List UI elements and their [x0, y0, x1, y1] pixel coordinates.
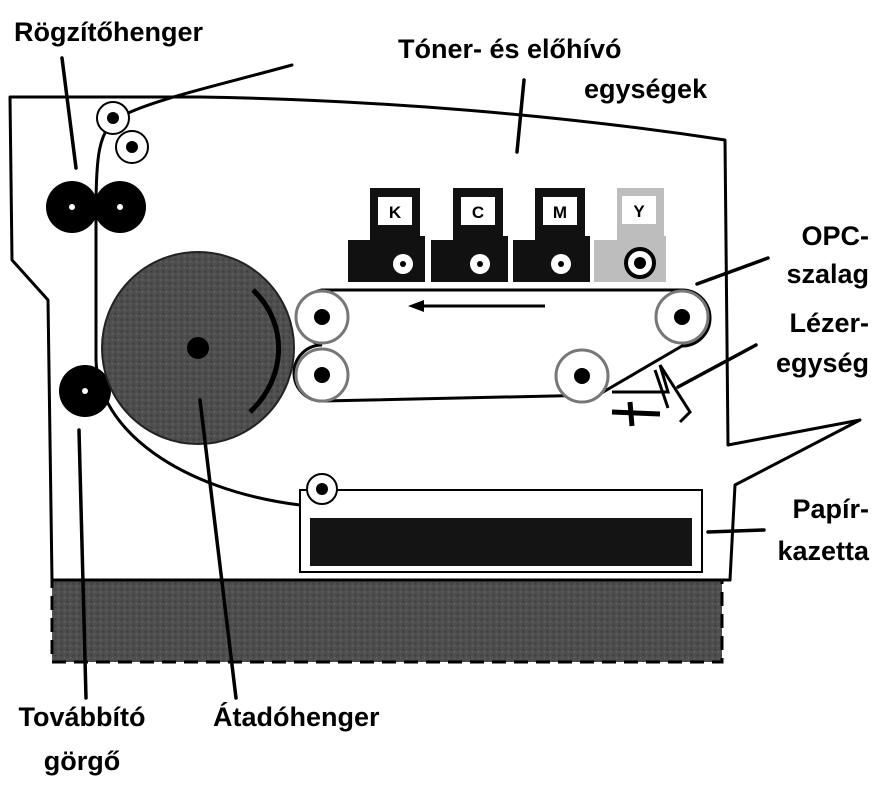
toner-unit-c: C [431, 188, 508, 282]
label-toner-line2: egységek [584, 74, 708, 104]
feed-roller [59, 365, 111, 417]
belt-direction-arrow [408, 300, 545, 312]
belt-roller-2 [294, 347, 350, 403]
guide-roller-top-1 [96, 101, 130, 135]
label-fuser: Rögzítőhenger [14, 17, 203, 47]
label-opc-line1: OPC- [802, 221, 870, 251]
printer-housing [8, 95, 862, 582]
transfer-drum [101, 251, 295, 445]
label-feed-line1: Továbbító [19, 702, 146, 732]
belt-roller-4 [554, 348, 610, 404]
leader-transfer [198, 398, 238, 700]
opc-belt [292, 288, 712, 404]
belt-roller-1 [294, 289, 350, 345]
label-toner-line1: Tóner- és előhívó [398, 34, 622, 64]
fuser-rollers [46, 181, 146, 233]
laser-unit [611, 364, 692, 427]
belt-roller-3 [654, 289, 710, 345]
leader-laser [676, 343, 758, 389]
toner-letter-m: M [553, 203, 567, 222]
paper-cassette [299, 473, 703, 573]
toner-letter-y: Y [633, 202, 645, 221]
label-cassette-line1: Papír- [792, 494, 869, 524]
toner-unit-y: Y [594, 188, 666, 282]
label-transfer: Átadóhenger [213, 701, 380, 732]
leader-feed [77, 428, 88, 700]
printer-base [50, 578, 724, 664]
label-opc-line2: szalag [786, 259, 869, 289]
toner-unit-m: M [513, 188, 590, 282]
cassette-roller [306, 473, 338, 505]
toner-letter-c: C [472, 203, 484, 222]
toner-unit-k: K [348, 188, 425, 282]
leader-fuser [60, 56, 78, 170]
leader-opc [695, 256, 770, 286]
guide-roller-top-2 [115, 130, 149, 164]
leader-toner [515, 78, 526, 154]
label-cassette-line2: kazetta [777, 536, 870, 566]
label-laser-line1: Lézer- [789, 308, 869, 338]
label-feed-line2: görgő [44, 746, 120, 776]
leader-cassette [706, 528, 766, 534]
label-laser-line2: egység [776, 348, 869, 378]
toner-letter-k: K [389, 203, 402, 222]
